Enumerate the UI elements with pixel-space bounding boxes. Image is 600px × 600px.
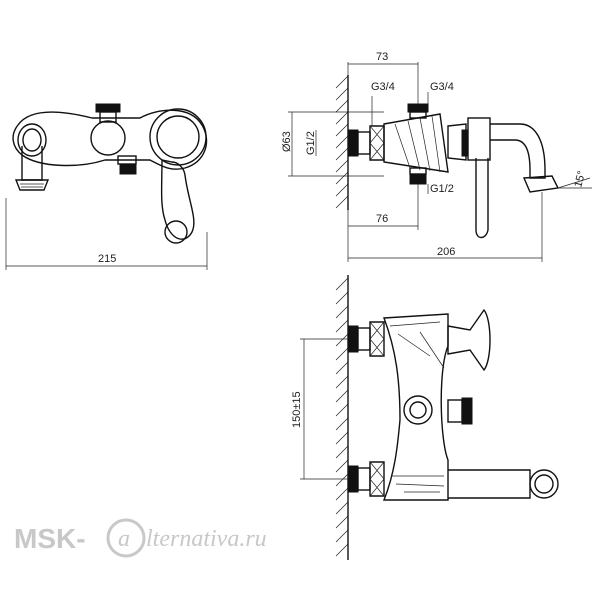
side-view: 73 G3/4 G3/4 Ø63 G1/2 G1/2 76 206 15°	[281, 51, 592, 262]
faucet-body-top	[12, 109, 208, 170]
front-bottom-ring	[369, 461, 385, 497]
wall-hatch-front	[335, 277, 349, 557]
watermark-rest: lternativa.ru	[146, 526, 267, 552]
dim-d63-label: Ø63	[281, 131, 293, 152]
dim-g12-lower-label: G1/2	[430, 183, 454, 195]
lever-knob	[164, 220, 188, 244]
handle-base-inner	[156, 115, 200, 159]
top-view: 215	[5, 103, 208, 270]
lever-handle	[160, 159, 195, 240]
side-handle-base	[447, 123, 467, 161]
handle-base	[149, 108, 207, 166]
watermark-brand: MSK-	[14, 523, 86, 554]
inlet-pipe	[357, 131, 371, 155]
spout-head	[14, 179, 50, 191]
front-side-nut	[461, 397, 473, 425]
dim-206-label: 206	[437, 246, 455, 258]
side-lever	[475, 158, 489, 239]
spout-ring-inner	[22, 128, 42, 152]
watermark: MSK- a lternativa.ru	[14, 518, 267, 558]
watermark-at: a	[118, 526, 130, 552]
front-center-knob	[403, 395, 433, 425]
front-bottom-nut	[347, 465, 359, 493]
inlet-nut	[347, 129, 359, 157]
dim-g34-right-label: G3/4	[430, 81, 454, 93]
dim-76-label: 76	[376, 213, 388, 225]
dim-73-label: 73	[376, 51, 388, 63]
dim-width-label: 215	[98, 253, 116, 265]
front-body	[382, 313, 449, 501]
front-spout	[448, 469, 531, 499]
bottom-connector-nut	[119, 163, 137, 175]
front-handle	[447, 308, 491, 372]
dim-spacing-label: 150±15	[291, 391, 303, 428]
body-cone	[383, 113, 449, 173]
side-bottom-nut	[409, 173, 427, 185]
side-top-nut	[407, 103, 429, 113]
spout-ring	[17, 123, 47, 157]
dim-g34-left-label: G3/4	[371, 81, 395, 93]
front-top-ring	[369, 321, 385, 357]
front-spout-tip	[529, 469, 559, 499]
wall-hatch-side	[335, 75, 349, 209]
watermark-at-ring	[106, 518, 146, 558]
top-connector-nut	[95, 103, 121, 113]
dim-angle-label: 15°	[572, 170, 588, 189]
side-handle-hub	[467, 117, 491, 161]
center-knob	[90, 120, 126, 156]
deco-ring	[369, 125, 385, 161]
front-top-nut	[347, 325, 359, 353]
dim-g12-left-label: G1/2	[305, 131, 317, 155]
side-spout	[490, 123, 546, 179]
front-view: 150±15	[291, 275, 559, 560]
